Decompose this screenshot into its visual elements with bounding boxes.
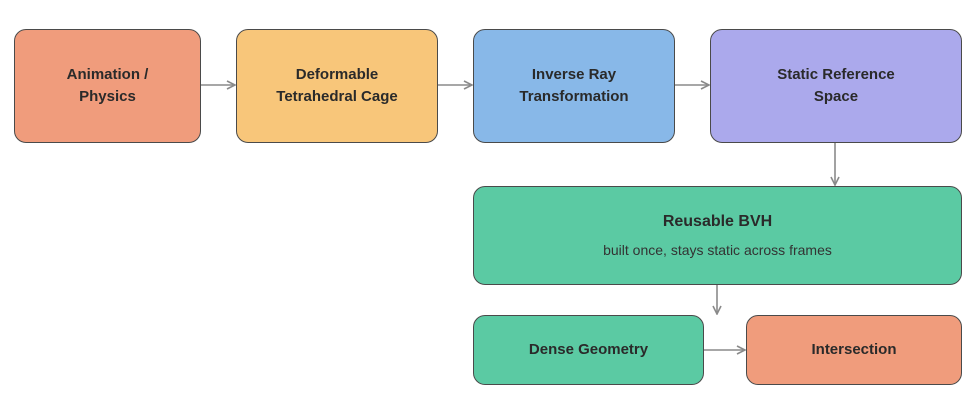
node-deformable-cage: Deformable Tetrahedral Cage	[236, 29, 438, 143]
node-subtitle: built once, stays static across frames	[603, 241, 832, 258]
node-dense-geometry: Dense Geometry	[473, 315, 704, 385]
node-label-line2: Physics	[79, 88, 136, 105]
node-static-reference-space: Static Reference Space	[710, 29, 962, 143]
node-inverse-ray: Inverse Ray Transformation	[473, 29, 675, 143]
node-label-line2: Tetrahedral Cage	[276, 88, 398, 105]
node-reusable-bvh: Reusable BVH built once, stays static ac…	[473, 186, 962, 285]
node-title: Reusable BVH	[662, 212, 773, 230]
node-intersection: Intersection	[746, 315, 962, 385]
node-label-line1: Animation /	[66, 66, 149, 83]
node-label: Intersection	[811, 341, 897, 358]
node-label-line2: Transformation	[519, 88, 629, 105]
node-label-line1: Deformable	[295, 66, 379, 83]
node-animation-physics: Animation / Physics	[14, 29, 201, 143]
node-label: Dense Geometry	[528, 341, 649, 358]
node-label-line2: Space	[813, 88, 859, 105]
node-label-line1: Static Reference	[777, 66, 895, 83]
node-label-line1: Inverse Ray	[531, 66, 617, 83]
